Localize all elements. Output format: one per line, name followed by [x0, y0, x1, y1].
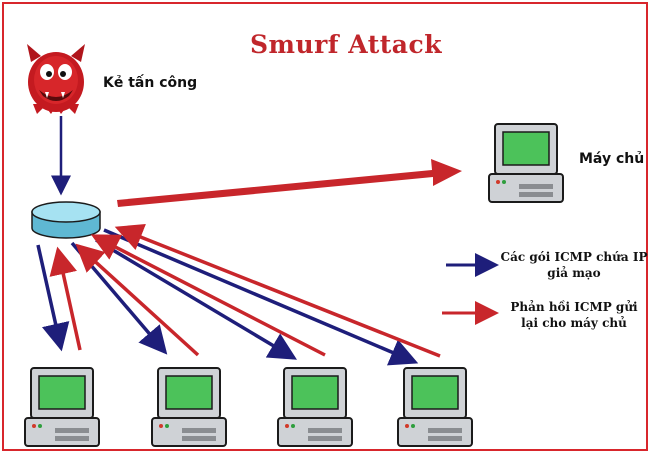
- legend-red-label: Phản hồi ICMP gửi lại cho máy chủ: [510, 300, 638, 330]
- computer-icon: [151, 367, 227, 447]
- diagram-frame: [2, 2, 648, 451]
- computer-icon: [277, 367, 353, 447]
- computer-icon: [397, 367, 473, 447]
- server-label: Máy chủ: [579, 151, 645, 167]
- legend-blue-label: Các gói ICMP chứa IP giả mạo: [500, 250, 648, 280]
- diagram-title: Smurf Attack: [249, 30, 443, 59]
- router-to-server-arrow: [117, 159, 462, 207]
- blue-request-arrows: [36, 228, 419, 366]
- computer-icon: [24, 367, 100, 447]
- red-reply-arrows: [49, 224, 441, 358]
- server-computer-icon: [488, 123, 564, 203]
- attacker-label: Kẻ tấn công: [103, 75, 198, 91]
- router-icon: [31, 201, 101, 239]
- devil-icon: [27, 44, 85, 114]
